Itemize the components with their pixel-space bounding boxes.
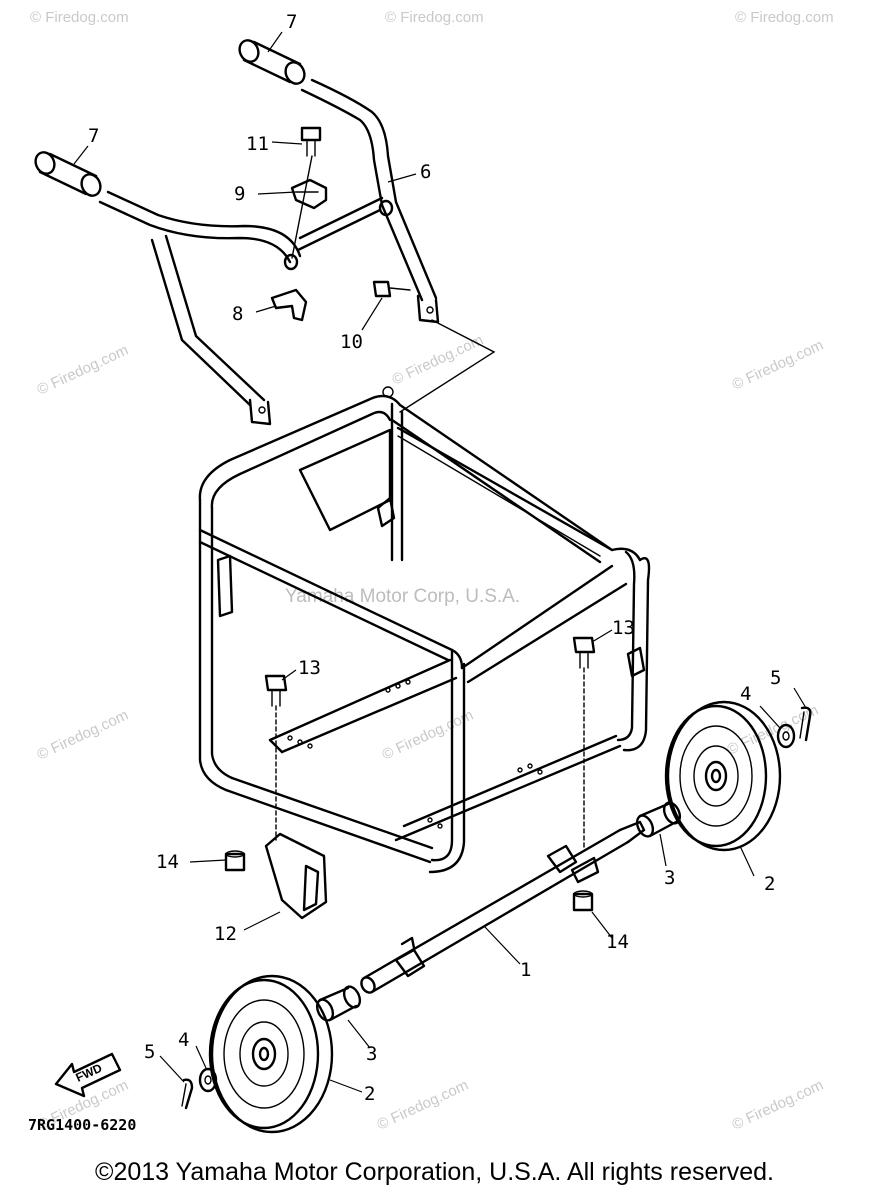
callout-14-right: 14 <box>606 931 629 953</box>
nut-14-right <box>572 890 594 912</box>
watermark: © Firedog.com <box>35 342 132 399</box>
clamp-upper <box>290 178 328 210</box>
copyright-notice: ©2013 Yamaha Motor Corporation, U.S.A. A… <box>95 1158 774 1186</box>
wheel-right <box>664 700 782 852</box>
watermark: © Firedog.com <box>730 1077 827 1134</box>
leader-lines <box>73 31 807 1093</box>
pin-right <box>799 706 812 742</box>
bolt-13-left <box>264 674 288 841</box>
callout-9: 9 <box>234 183 245 205</box>
watermark: © Firedog.com <box>30 9 129 26</box>
callout-4-right: 4 <box>740 683 751 705</box>
callout-7-top: 7 <box>286 11 297 33</box>
callouts: 7 7 11 6 9 8 10 13 13 5 4 2 3 14 12 14 1… <box>88 11 781 1105</box>
wheel-left <box>208 974 334 1134</box>
watermarks: © Firedog.com © Firedog.com © Firedog.co… <box>30 9 834 1134</box>
callout-2-right: 2 <box>764 873 775 895</box>
watermark: © Firedog.com <box>735 9 834 26</box>
callout-13-left: 13 <box>298 657 321 679</box>
handle-assembly <box>34 39 496 426</box>
bolt-13-right <box>572 636 596 851</box>
washer-left <box>198 1067 218 1093</box>
frame-holes <box>287 679 543 829</box>
watermark: © Firedog.com <box>730 337 827 394</box>
nut-14-left <box>224 850 246 872</box>
frame <box>198 386 651 874</box>
callout-13-right: 13 <box>612 617 635 639</box>
callout-3-left: 3 <box>366 1043 377 1065</box>
fwd-label: FWD <box>74 1061 105 1085</box>
watermark: © Firedog.com <box>385 9 484 26</box>
callout-7-left: 7 <box>88 125 99 147</box>
callout-2-left: 2 <box>364 1083 375 1105</box>
pin-left <box>181 1078 194 1110</box>
spacer-left <box>315 985 362 1022</box>
foot-12 <box>264 832 328 920</box>
watermark: © Firedog.com <box>375 1077 472 1134</box>
grip-left <box>34 151 102 197</box>
watermark: © Firedog.com <box>35 707 132 764</box>
watermark-center: Yamaha Motor Corp, U.S.A. <box>285 586 520 607</box>
grip-top <box>238 39 306 85</box>
clamp-lower <box>270 288 308 322</box>
callout-14-left: 14 <box>156 851 179 873</box>
bolt-10 <box>372 280 411 298</box>
callout-10: 10 <box>340 331 363 353</box>
callout-11: 11 <box>246 133 269 155</box>
callout-1: 1 <box>520 959 531 981</box>
callout-5-right: 5 <box>770 667 781 689</box>
washer-right <box>776 723 796 749</box>
callout-8: 8 <box>232 303 243 325</box>
axle <box>360 820 646 994</box>
callout-3-right: 3 <box>664 867 675 889</box>
callout-5-left: 5 <box>144 1041 155 1063</box>
callout-6: 6 <box>420 161 431 183</box>
part-number: 7RG1400-6220 <box>28 1116 136 1134</box>
callout-12: 12 <box>214 923 237 945</box>
watermark: © Firedog.com <box>380 707 477 764</box>
spacer-right <box>635 801 682 838</box>
bolt-11 <box>300 126 322 157</box>
callout-4-left: 4 <box>178 1029 189 1051</box>
